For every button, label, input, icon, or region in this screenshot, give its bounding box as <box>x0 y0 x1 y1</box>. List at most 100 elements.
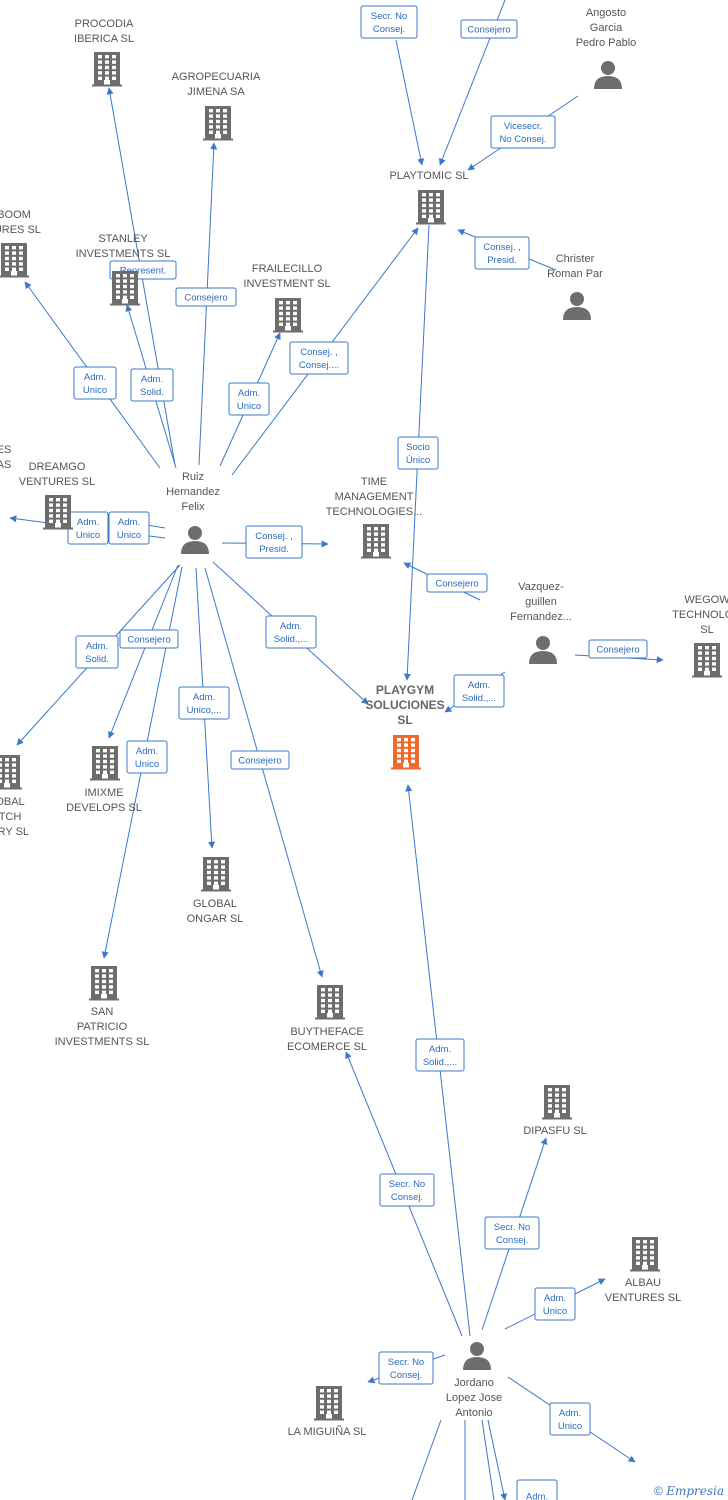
edge-label-box[interactable] <box>108 511 150 545</box>
building-window <box>214 876 218 880</box>
edge-label-box[interactable] <box>426 573 488 593</box>
node-wegow[interactable]: WEGOWTECHNOLOGSL <box>672 594 728 678</box>
node-label: PATRICIO <box>77 1021 128 1033</box>
edge-label-box[interactable] <box>516 1479 558 1500</box>
edge-label[interactable]: Vicesecr.No Consej. <box>490 115 556 149</box>
edge-label-box[interactable] <box>588 639 648 659</box>
edge-label-box[interactable] <box>490 115 556 149</box>
edge-label[interactable]: Consej. ,Presid. <box>245 525 303 559</box>
edge-label[interactable]: Consej. ,Consej.... <box>289 341 349 375</box>
edge-label-box[interactable] <box>289 341 349 375</box>
edge-label-box[interactable] <box>397 436 439 470</box>
edge-label-text: Adm. <box>429 1044 451 1055</box>
edge-label[interactable]: Consejero <box>230 750 290 770</box>
edge-label[interactable]: Adm.Unico <box>228 382 270 416</box>
edge-label-box[interactable] <box>230 750 290 770</box>
building-window <box>328 1009 332 1013</box>
edge-label[interactable]: Adm.Solid.,... <box>453 674 505 708</box>
building-window <box>367 548 371 552</box>
edge-label[interactable]: Adm.Unico <box>534 1287 576 1321</box>
edge-label[interactable]: Adm.Solid. <box>75 635 119 669</box>
edge-label-box[interactable] <box>119 629 179 649</box>
edge-label-box[interactable] <box>175 287 237 307</box>
edge-label[interactable]: Adm.Solid.,... <box>415 1038 465 1072</box>
edge-label-box[interactable] <box>534 1287 576 1321</box>
edge-label[interactable]: Consejero <box>460 19 518 39</box>
building-window <box>422 209 426 213</box>
edge-label[interactable]: Adm.Unico <box>126 740 168 774</box>
edge-label-box[interactable] <box>228 382 270 416</box>
edge-label-box[interactable] <box>474 236 530 270</box>
edge-label-box[interactable] <box>126 740 168 774</box>
edge-label-box[interactable] <box>484 1216 540 1250</box>
edge-label[interactable]: Adm.Solid.,... <box>265 615 317 649</box>
edge-label-box[interactable] <box>178 686 230 720</box>
edge-label-box[interactable] <box>460 19 518 39</box>
node-boom[interactable]: BOOMTURES SL <box>0 209 41 278</box>
edge-label-box[interactable] <box>73 366 117 400</box>
edge-label[interactable]: Adm.Unico <box>73 366 117 400</box>
node-dipasfu[interactable]: DIPASFU SL <box>523 1085 587 1137</box>
node-la-miguina[interactable]: LA MIGUIÑA SL <box>288 1386 367 1438</box>
building-door <box>326 1414 332 1420</box>
edge-label-box[interactable] <box>378 1351 434 1385</box>
node-vazquez[interactable]: Vazquez-guillenFernandez... <box>510 581 572 664</box>
edge-label-box[interactable] <box>265 615 317 649</box>
edge-label[interactable]: Adm.Solid. <box>130 368 174 402</box>
node-global-tch[interactable]: OBALTCHTRY SL <box>0 755 29 838</box>
edge-label[interactable]: Consejero <box>426 573 488 593</box>
building-window <box>12 251 16 255</box>
edge-label[interactable]: Adm.Unico <box>108 511 150 545</box>
edge-label-box[interactable] <box>379 1173 435 1207</box>
edge-label[interactable]: Adm.Unico <box>549 1402 591 1436</box>
building-window <box>327 1394 331 1398</box>
edge-label-box[interactable] <box>75 635 119 669</box>
node-playtomic[interactable]: PLAYTOMIC SL <box>389 170 469 225</box>
building-window <box>650 1240 654 1244</box>
edge-label[interactable]: Adm.Unico,... <box>178 686 230 720</box>
building-icon <box>90 746 120 781</box>
building-window <box>63 508 67 513</box>
building-window <box>56 519 60 523</box>
edge-label[interactable]: Adm. <box>516 1479 558 1500</box>
edge-label-box[interactable] <box>453 674 505 708</box>
edge-label[interactable]: Consejero <box>175 287 237 307</box>
edge-label-box[interactable] <box>245 525 303 559</box>
edge-label-box[interactable] <box>415 1038 465 1072</box>
edge-label[interactable]: Consejero <box>588 639 648 659</box>
edge-label-box[interactable] <box>130 368 174 402</box>
node-time[interactable]: TIMEMANAGEMENTTECHNOLOGIES... <box>326 476 423 559</box>
person-icon <box>463 1342 491 1370</box>
edge-label[interactable]: Consej. ,Presid. <box>474 236 530 270</box>
edge-label[interactable]: Adm.Unico <box>67 511 109 545</box>
building-window <box>130 284 134 289</box>
edge-label-box[interactable] <box>549 1402 591 1436</box>
node-label: INVESTMENTS SL <box>76 248 171 260</box>
edge-label[interactable]: Consejero <box>119 629 179 649</box>
brand-logo-text[interactable]: Empresia <box>666 1484 724 1498</box>
building-window <box>96 765 100 769</box>
edge-label-box[interactable] <box>360 5 418 39</box>
